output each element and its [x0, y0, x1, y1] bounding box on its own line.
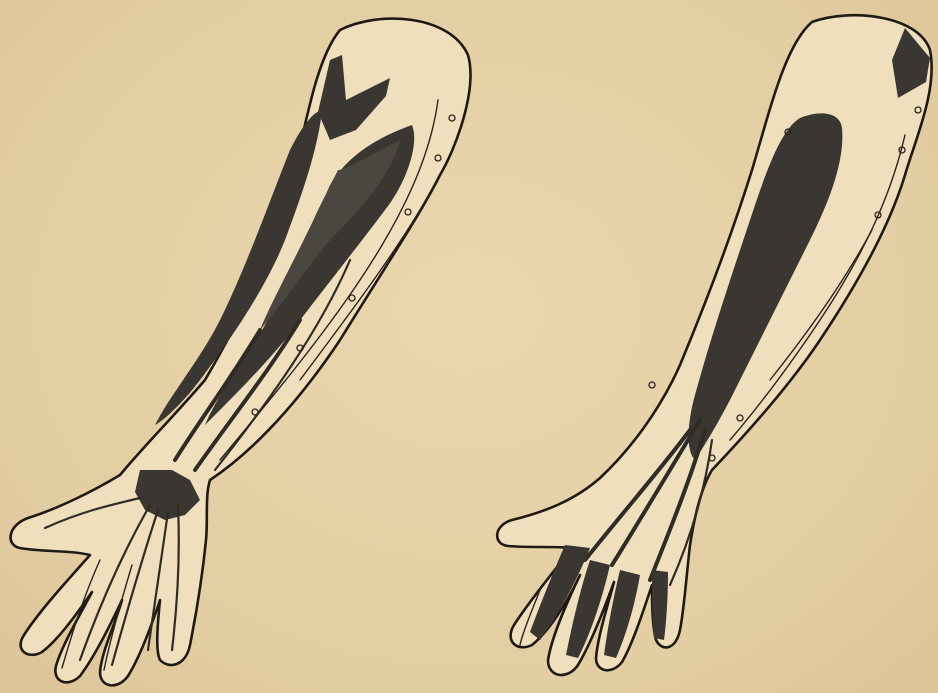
right-arm-illustration — [497, 15, 932, 675]
left-arm-illustration — [11, 19, 471, 686]
right-marker — [649, 382, 655, 388]
left-arm-outline — [11, 19, 471, 686]
